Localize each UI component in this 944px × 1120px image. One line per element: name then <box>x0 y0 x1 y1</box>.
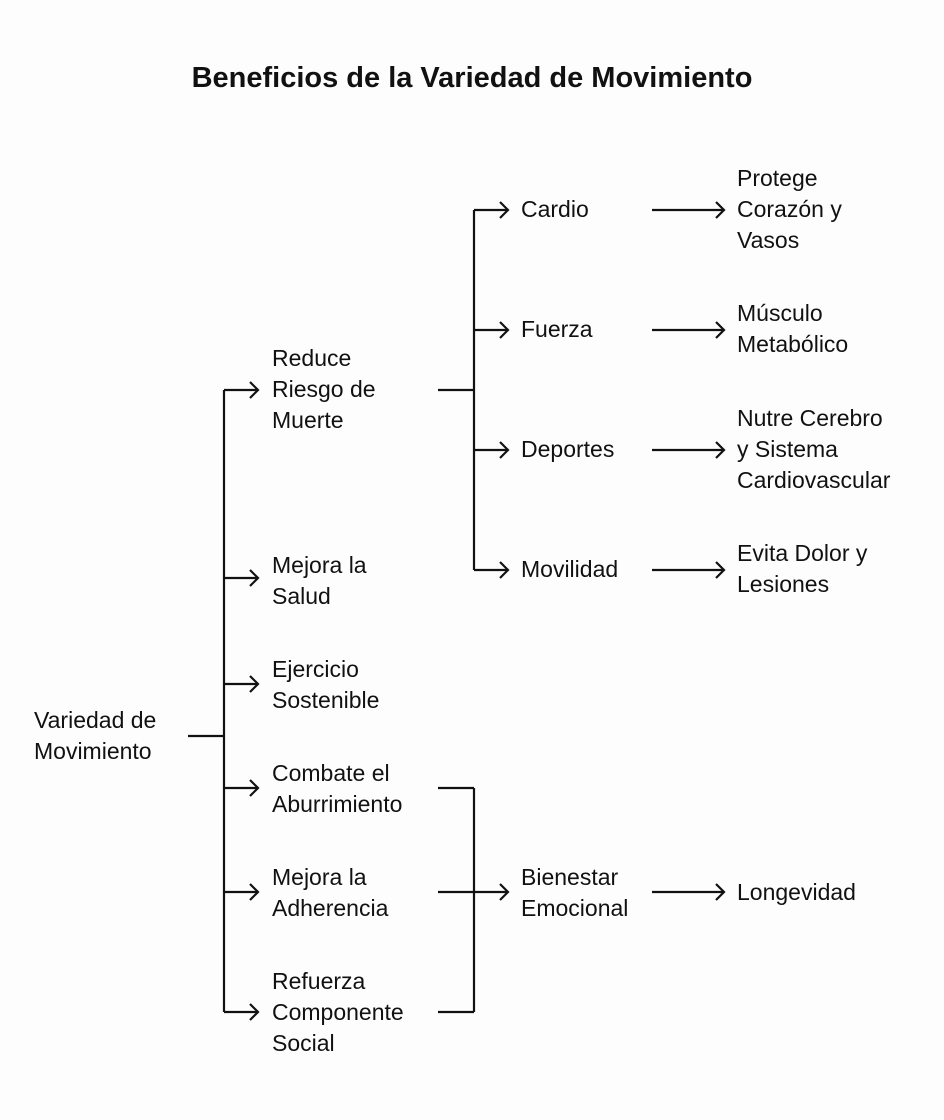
arrowhead-icon <box>499 201 510 219</box>
arrowhead-icon <box>249 779 260 797</box>
node-deportes: Deportes <box>521 436 615 462</box>
arrowhead-icon <box>499 561 510 579</box>
node-cardio: Cardio <box>521 196 589 222</box>
arrowhead-icon <box>249 381 260 399</box>
node-combate-aburrimiento: Combate el Aburrimiento <box>272 760 403 817</box>
node-mejora-adherencia: Mejora la Adherencia <box>272 864 389 921</box>
node-longevidad: Longevidad <box>737 879 856 905</box>
arrowhead-icon <box>715 441 726 459</box>
node-fuerza: Fuerza <box>521 316 593 342</box>
arrowhead-icon <box>499 883 510 901</box>
arrowhead-icon <box>715 561 726 579</box>
arrowhead-icon <box>249 1003 260 1021</box>
arrowhead-icon <box>249 675 260 693</box>
arrowhead-icon <box>249 569 260 587</box>
node-root: Variedad de Movimiento <box>34 707 157 764</box>
diagram-title: Beneficios de la Variedad de Movimiento <box>191 62 753 94</box>
node-ejercicio-sostenible: Ejercicio Sostenible <box>272 656 380 713</box>
node-bienestar-emocional: Bienestar Emocional <box>521 864 629 921</box>
node-mejora-salud: Mejora la Salud <box>272 552 367 609</box>
node-reduce-riesgo: Reduce Riesgo de Muerte <box>272 345 376 433</box>
node-musculo-metabolico: Músculo Metabólico <box>737 300 849 357</box>
node-protege-corazon: Protege Corazón y Vasos <box>737 165 842 253</box>
arrowhead-icon <box>249 883 260 901</box>
node-nutre-cerebro: Nutre Cerebro y Sistema Cardiovascular <box>737 405 891 493</box>
arrowhead-icon <box>499 441 510 459</box>
arrowhead-icon <box>499 321 510 339</box>
arrowhead-icon <box>715 321 726 339</box>
node-movilidad: Movilidad <box>521 556 619 582</box>
node-refuerza-social: Refuerza Componente Social <box>272 968 404 1056</box>
arrowhead-icon <box>715 201 726 219</box>
node-evita-dolor: Evita Dolor y Lesiones <box>737 540 868 597</box>
arrowhead-icon <box>715 883 726 901</box>
